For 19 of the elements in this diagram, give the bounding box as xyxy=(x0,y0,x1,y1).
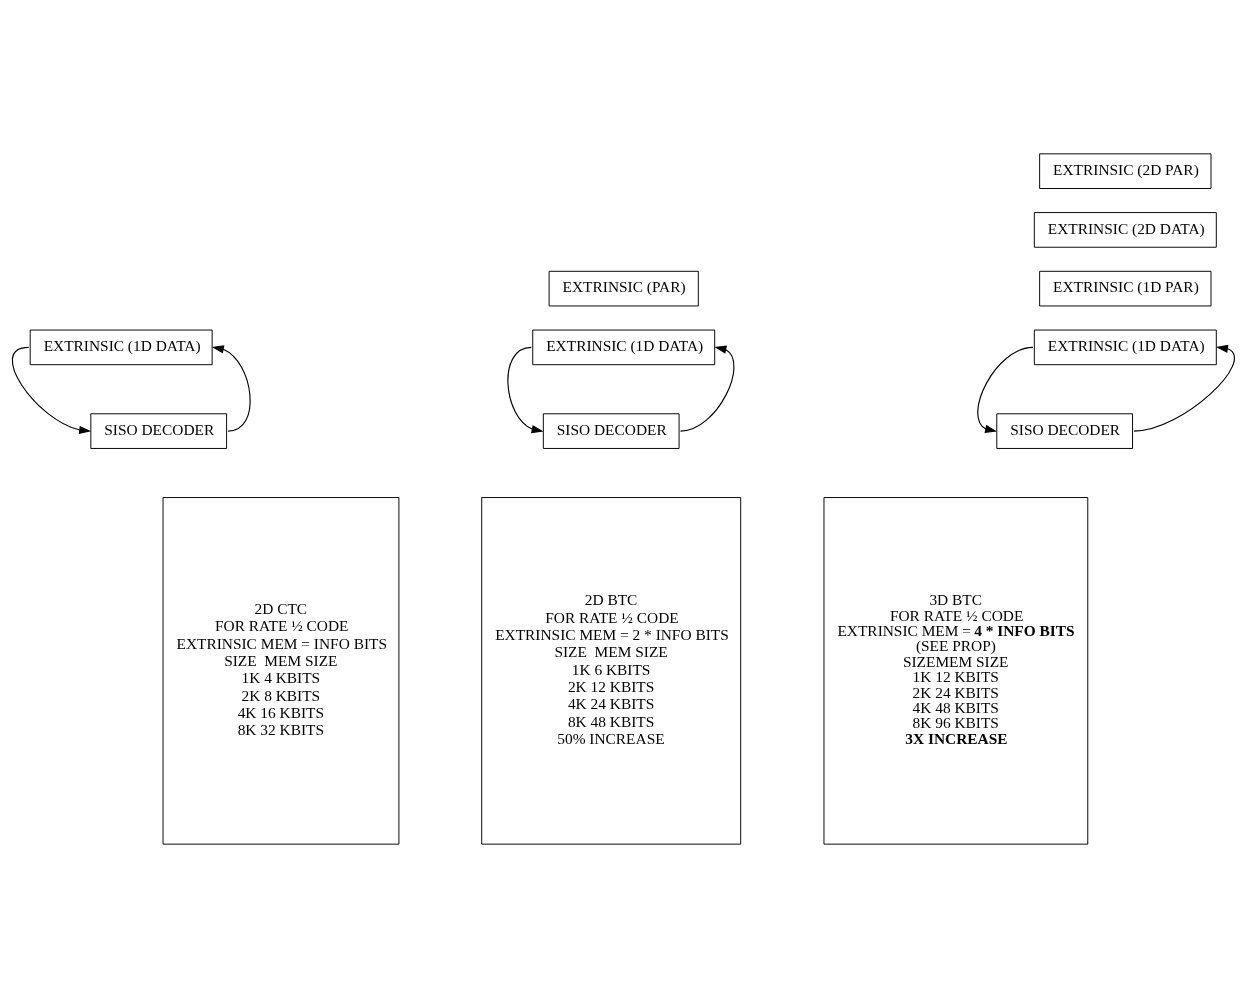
node-box: 2D BTC FOR RATE ½ CODE EXTRINSIC MEM = 2 * INFO BITS SIZE MEM SIZE 1K 6 KBITS 2K 12 KBITS 4K 24 KBITS 8K 48 KBITS 50% INCREASE xyxy=(481,497,742,845)
arrow xyxy=(211,345,251,432)
node-box: 3D BTC FOR RATE ½ CODE EXTRINSIC MEM = 4 * INFO BITS (SEE PROP) SIZEMEM SIZE 1K 12 KBITS 2K 24 KBITS 4K 48 KBITS 8K 96 KBITS 3X INCREASE xyxy=(823,497,1089,845)
node-box: SISO DECODER xyxy=(542,413,680,449)
node-box: SISO DECODER xyxy=(90,413,228,449)
arrow xyxy=(507,346,544,434)
node-box: EXTRINSIC (PAR) xyxy=(548,270,699,307)
arrow xyxy=(11,346,92,435)
node-box: EXTRINSIC (1D DATA) xyxy=(29,329,213,366)
node-box: EXTRINSIC (2D DATA) xyxy=(1033,212,1217,248)
arrow xyxy=(1133,344,1236,432)
arrow xyxy=(977,346,1034,434)
node-box: SISO DECODER xyxy=(996,413,1133,449)
node-box: 2D CTC FOR RATE ½ CODE EXTRINSIC MEM = INFO BITS SIZE MEM SIZE 1K 4 KBITS 2K 8 KBITS 4K 16 KBITS 8K 32 KBITS xyxy=(162,497,400,845)
arrow xyxy=(679,345,735,432)
node-box: EXTRINSIC (2D PAR) xyxy=(1039,153,1212,189)
node-box: EXTRINSIC (1D DATA) xyxy=(1033,329,1217,366)
node-box: EXTRINSIC (1D PAR) xyxy=(1039,270,1212,307)
node-box: EXTRINSIC (1D DATA) xyxy=(532,329,716,366)
